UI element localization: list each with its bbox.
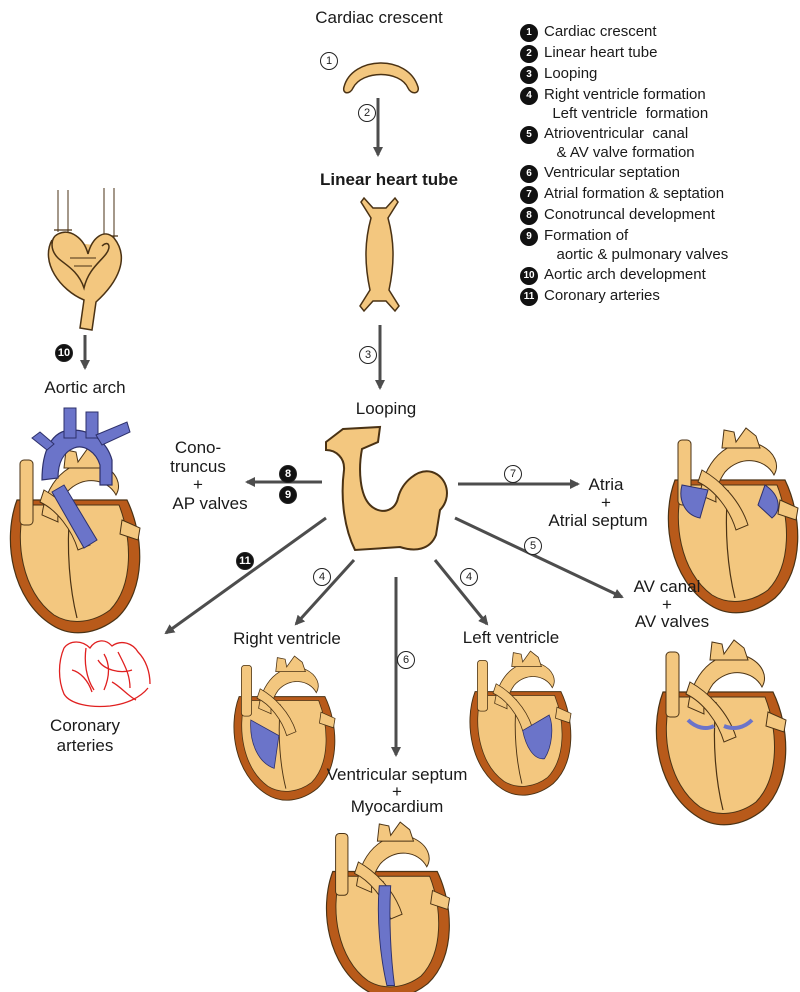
legend-text: Atrioventricular canal & AV valve format… (544, 125, 695, 161)
aortic-arch-heart-drawing (9, 407, 141, 634)
label-conotruncus-1: Cono- (174, 438, 222, 457)
legend-number: 8 (520, 207, 538, 225)
aortic-arch-early-drawing (47, 188, 123, 331)
legend-text: Linear heart tube (544, 44, 658, 61)
step-marker-10: 10 (55, 344, 73, 362)
legend-number: 4 (520, 87, 538, 105)
legend-item: 2 Linear heart tube (520, 43, 790, 63)
legend-text: Ventricular septation (544, 164, 680, 181)
legend-item: 4 Right ventricle formation Left ventricl… (520, 85, 790, 123)
legend-item: 1 Cardiac crescent (520, 22, 790, 42)
legend-text: Looping (544, 65, 598, 82)
atria-heart-drawing (667, 427, 799, 614)
legend-item: 9 Formation of aortic & pulmonary valves (520, 226, 790, 264)
ventricular-septum-heart-drawing (325, 821, 451, 992)
legend-text: Formation of aortic & pulmonary valves (544, 227, 729, 263)
step-marker-8: 8 (279, 465, 297, 483)
legend-number: 5 (520, 126, 538, 144)
label-vs-plus: + (392, 782, 402, 801)
legend-text: Cardiac crescent (544, 23, 657, 40)
legend-number: 1 (520, 24, 538, 42)
label-av-valves: AV valves (634, 612, 710, 631)
label-conotruncus-plus: + (193, 475, 203, 494)
legend-text: Right ventricle formation Left ventricle… (544, 86, 709, 122)
step-marker-4-left: 4 (460, 568, 478, 586)
legend-number: 7 (520, 186, 538, 204)
linear-heart-tube-shape (359, 196, 400, 313)
label-conotruncus-3: AP valves (172, 494, 248, 513)
label-coronary-1: Coronary (50, 716, 120, 735)
arrow-to-left-ventricle (433, 559, 489, 626)
legend-number: 3 (520, 66, 538, 84)
legend-number: 10 (520, 267, 538, 285)
legend-number: 11 (520, 288, 538, 306)
cardiac-crescent-shape (342, 62, 420, 94)
step-marker-4-right: 4 (313, 568, 331, 586)
legend-text: Conotruncal development (544, 206, 715, 223)
step-marker-1: 1 (320, 52, 338, 70)
right-ventricle-heart-drawing (233, 655, 336, 801)
legend-text: Atrial formation & septation (544, 185, 725, 202)
step-marker-5: 5 (524, 537, 542, 555)
legend-number: 2 (520, 45, 538, 63)
label-coronary-2: arteries (56, 736, 114, 755)
legend-number: 9 (520, 228, 538, 246)
label-ventricular-septum: Ventricular septum (326, 765, 468, 784)
step-marker-9: 9 (279, 486, 297, 504)
label-right-ventricle: Right ventricle (233, 629, 341, 648)
label-linear-heart-tube: Linear heart tube (320, 170, 458, 189)
legend: 1 Cardiac crescent 2 Linear heart tube 3 Lo… (520, 22, 790, 307)
left-ventricle-heart-drawing (469, 650, 572, 796)
legend-text: Coronary arteries (544, 287, 660, 304)
coronary-arteries-drawing (58, 640, 151, 708)
step-marker-7: 7 (504, 465, 522, 483)
legend-item: 3 Looping (520, 64, 790, 84)
step-marker-6: 6 (397, 651, 415, 669)
legend-item: 10 Aortic arch development (520, 265, 790, 285)
label-myocardium: Myocardium (350, 797, 444, 816)
arrow-to-coronary (164, 516, 327, 635)
av-canal-heart-drawing (655, 639, 787, 826)
step-marker-2: 2 (358, 104, 376, 122)
label-av-plus: + (662, 595, 672, 614)
legend-item: 6 Ventricular septation (520, 163, 790, 183)
label-atrial-septum: Atrial septum (548, 511, 648, 530)
legend-item: 8 Conotruncal development (520, 205, 790, 225)
step-marker-11: 11 (236, 552, 254, 570)
label-conotruncus-2: truncus (170, 457, 226, 476)
legend-item: 7 Atrial formation & septation (520, 184, 790, 204)
legend-number: 6 (520, 165, 538, 183)
arrow-to-right-ventricle (294, 558, 356, 626)
label-aortic-arch: Aortic arch (44, 378, 126, 397)
legend-item: 11 Coronary arteries (520, 286, 790, 306)
label-looping: Looping (355, 399, 417, 418)
label-av-canal: AV canal (633, 577, 701, 596)
label-left-ventricle: Left ventricle (462, 628, 560, 647)
label-cardiac-crescent: Cardiac crescent (315, 8, 443, 27)
arrow-to-av-canal (454, 516, 624, 599)
looping-heart-shape (325, 425, 448, 552)
step-marker-3: 3 (359, 346, 377, 364)
arrows (80, 98, 624, 757)
label-atria-plus: + (601, 493, 611, 512)
legend-item: 5 Atrioventricular canal & AV valve forma… (520, 124, 790, 162)
label-atria: Atria (588, 475, 624, 494)
legend-text: Aortic arch development (544, 266, 706, 283)
